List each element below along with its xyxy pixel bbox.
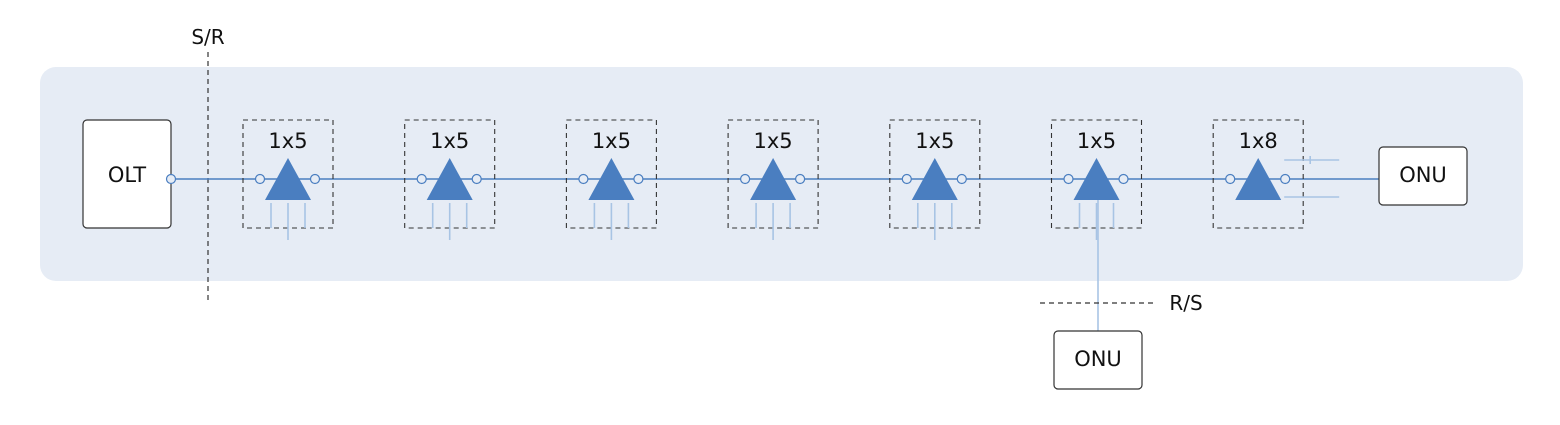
splitter-box xyxy=(1212,119,1304,229)
olt-node: OLT xyxy=(82,119,177,229)
splitter-input-port xyxy=(254,173,266,185)
splitter-ratio-label: 1x5 xyxy=(268,129,307,153)
onu-drop-box xyxy=(1053,330,1143,390)
splitter-input-port xyxy=(1225,173,1236,185)
splitter-7: 1x8 xyxy=(1212,119,1340,229)
onu-end-label: ONU xyxy=(1399,163,1447,187)
splitter-ratio-label: 1x5 xyxy=(754,129,793,153)
onu-drop-node: ONU xyxy=(1053,330,1143,390)
splitter-output-port xyxy=(956,173,967,185)
splitter-ratio-label: 1x5 xyxy=(915,129,954,153)
splitter-triangle-icon xyxy=(588,158,635,200)
splitter-triangle-icon xyxy=(265,158,311,200)
splitter-output-port xyxy=(633,173,644,185)
splitter-output-port xyxy=(471,173,482,185)
splitter-chain: 1x5 1x5 1x5 1x5 1x5 1x5 1x8 xyxy=(242,119,1340,240)
splitter-input-port xyxy=(1063,173,1074,185)
splitter-triangle-icon xyxy=(911,158,958,200)
onu-drop-label: ONU xyxy=(1074,347,1122,371)
splitter-output-port xyxy=(1280,173,1291,185)
onu-end-node: ONU xyxy=(1378,146,1468,206)
splitter-6: 1x5 xyxy=(1050,119,1143,240)
olt-label: OLT xyxy=(108,163,146,187)
splitter-output-port xyxy=(1118,173,1129,185)
splitter-ratio-label: 1x8 xyxy=(1239,129,1278,153)
splitter-ratio-label: 1x5 xyxy=(592,129,631,153)
splitter-triangle-icon xyxy=(1073,158,1120,200)
sr-label: S/R xyxy=(191,25,224,49)
splitter-triangle-icon xyxy=(1235,158,1282,200)
splitter-ratio-label: 1x5 xyxy=(1077,129,1116,153)
splitter-triangle-icon xyxy=(426,158,473,200)
splitter-output-port xyxy=(309,173,321,185)
splitter-input-port xyxy=(739,173,751,185)
splitter-4: 1x5 xyxy=(727,119,819,240)
splitter-input-port xyxy=(578,173,589,185)
rs-label: R/S xyxy=(1169,291,1202,315)
splitter-input-port xyxy=(416,173,427,185)
splitter-3: 1x5 xyxy=(565,119,657,240)
splitter-ratio-label: 1x5 xyxy=(430,129,469,153)
splitter-2: 1x5 xyxy=(404,119,496,240)
onu-end-box xyxy=(1378,146,1468,206)
splitter-1: 1x5 xyxy=(242,119,334,240)
splitter-5: 1x5 xyxy=(889,119,981,240)
splitter-output-port xyxy=(794,173,806,185)
olt-port xyxy=(165,173,177,185)
splitter-triangle-icon xyxy=(750,158,797,200)
splitter-input-port xyxy=(901,173,912,185)
